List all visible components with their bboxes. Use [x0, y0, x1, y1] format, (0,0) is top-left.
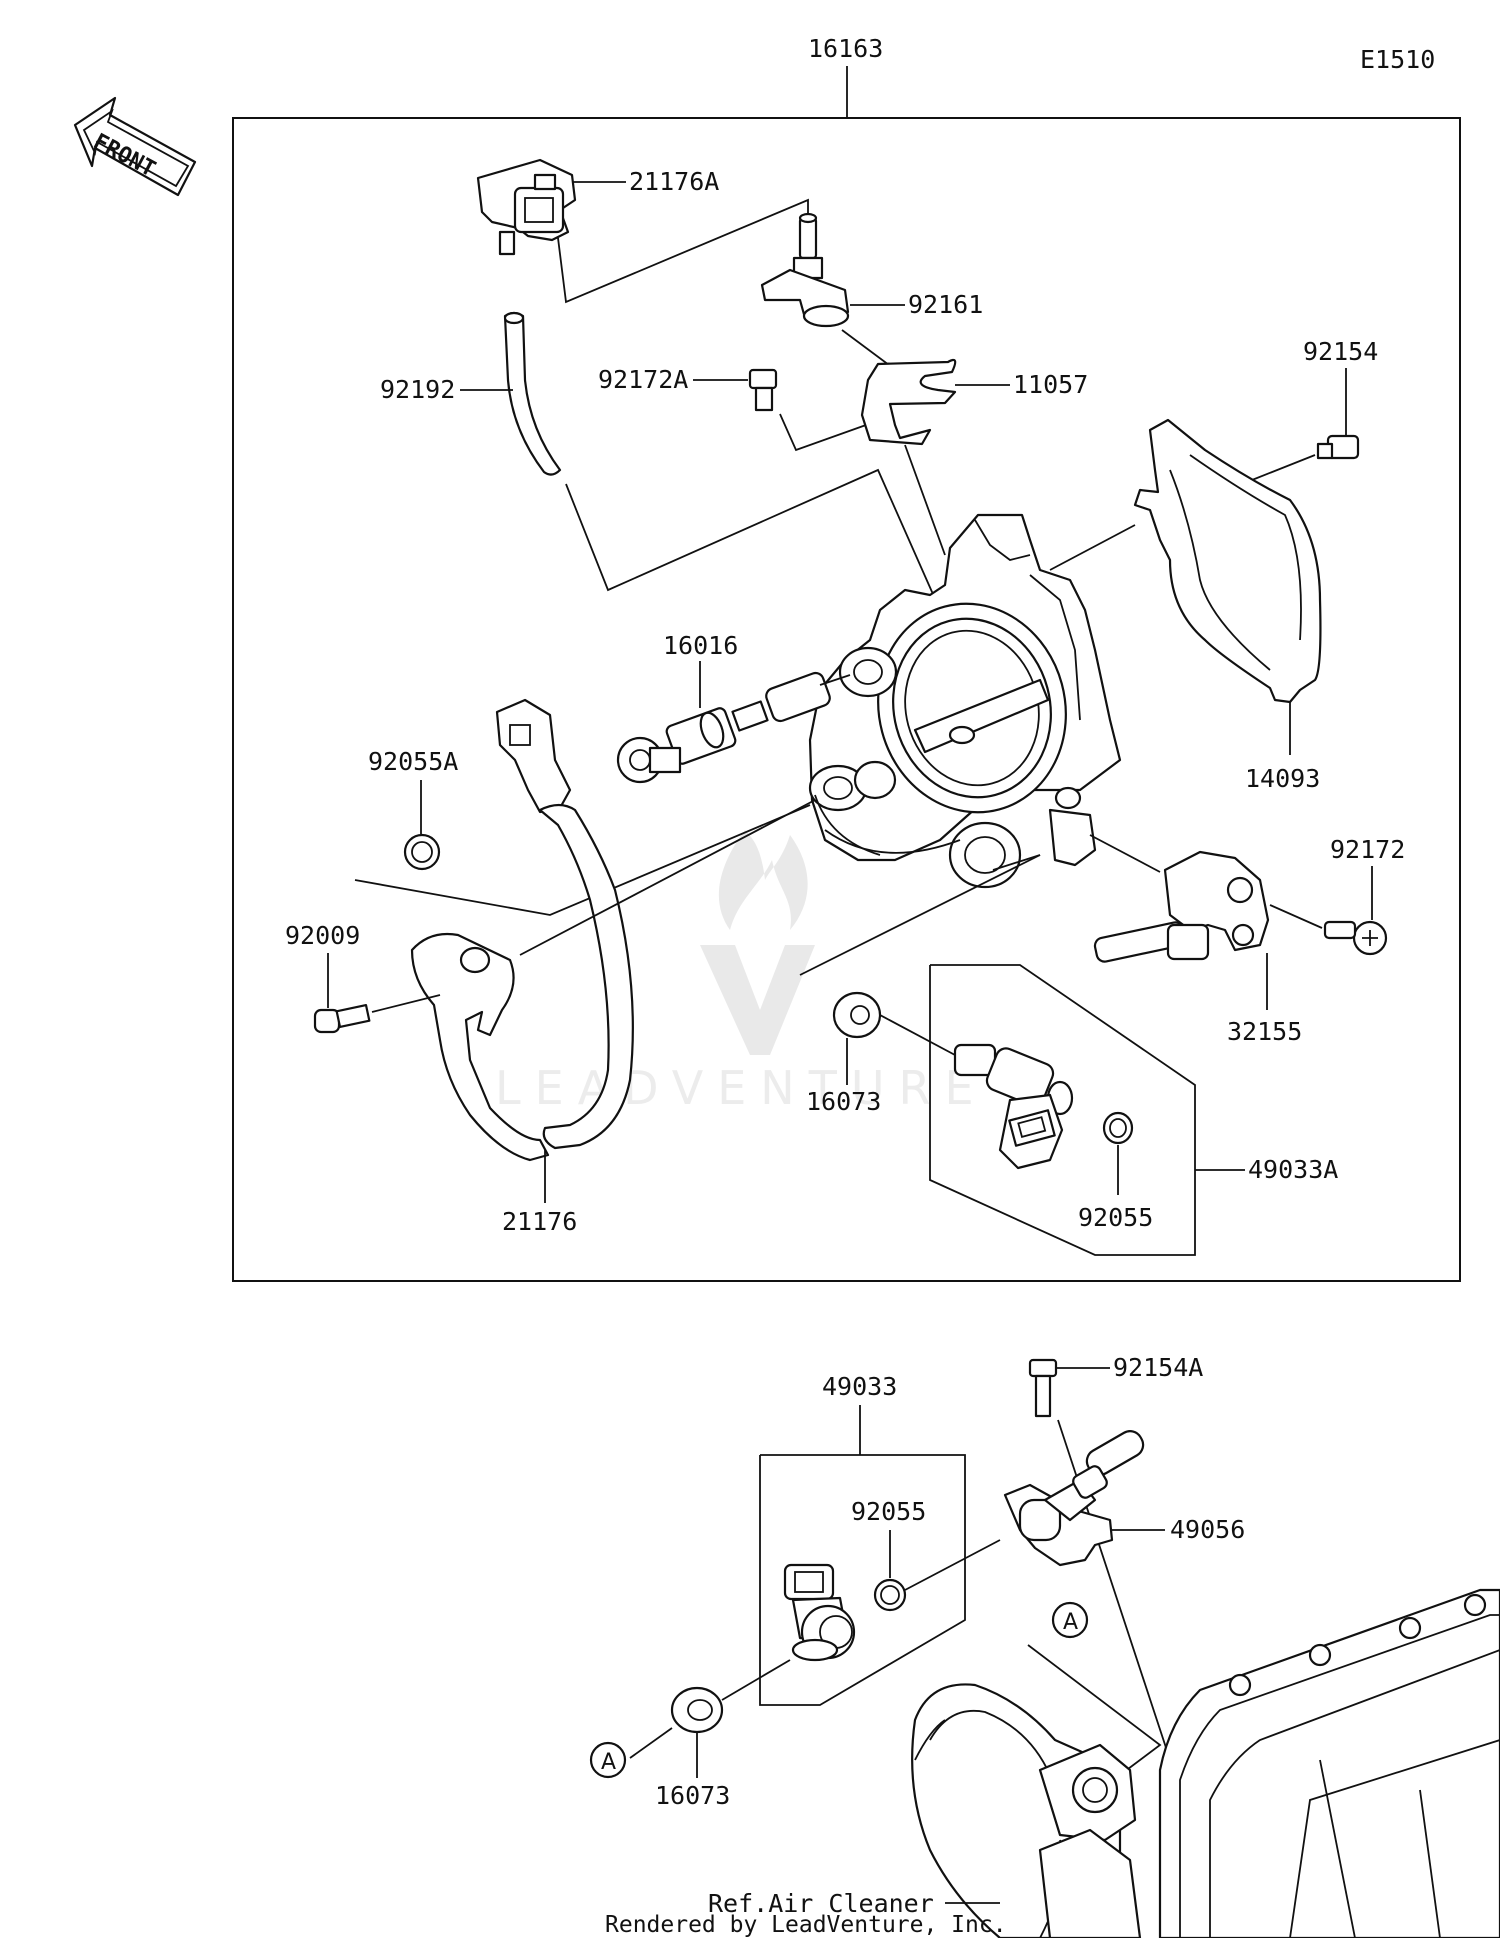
credit-text: Rendered by LeadVenture, Inc. — [605, 1912, 1007, 1938]
part-label-92172: 92172 — [1330, 835, 1405, 864]
oring-92055 — [1102, 1111, 1134, 1145]
grommet-16073-lower — [670, 1686, 724, 1734]
bolt-92154 — [1316, 434, 1360, 460]
callout-a-right: A — [1051, 1601, 1089, 1639]
part-label-21176: 21176 — [502, 1207, 577, 1236]
vacuum-hose-92192 — [503, 311, 562, 476]
holder-14093 — [1133, 418, 1322, 704]
part-label-92009: 92009 — [285, 921, 360, 950]
ref-air-cleaner-label: Ref.Air Cleaner — [708, 1889, 934, 1918]
part-label-92154: 92154 — [1303, 337, 1378, 366]
screw-92172 — [1323, 920, 1388, 956]
svg-text:A: A — [601, 1750, 616, 1775]
part-label-49033: 49033 — [822, 1372, 897, 1401]
part-label-92154A: 92154A — [1113, 1353, 1203, 1382]
oring-92055-lower — [873, 1578, 907, 1612]
throttle-body — [808, 513, 1122, 889]
watermark-text: LEADVENTURE — [495, 1061, 988, 1115]
part-label-92161: 92161 — [908, 290, 983, 319]
part-label-32155: 32155 — [1227, 1017, 1302, 1046]
bracket-11057 — [860, 358, 957, 446]
part-label-92055-lower: 92055 — [851, 1497, 926, 1526]
oring-92055A — [403, 833, 441, 871]
watermark-logo — [700, 830, 815, 1055]
valve-16016 — [616, 671, 831, 784]
part-label-16016: 16016 — [663, 631, 738, 660]
part-label-92055: 92055 — [1078, 1203, 1153, 1232]
part-label-21176A: 21176A — [629, 167, 719, 196]
part-label-92055A: 92055A — [368, 747, 458, 776]
fitting-92161 — [760, 212, 850, 328]
front-arrow: FRONT — [73, 96, 197, 197]
callout-a-left: A — [589, 1741, 627, 1779]
injector-49033A — [953, 1043, 1074, 1170]
part-label-49056: 49056 — [1170, 1515, 1245, 1544]
part-label-16073: 16073 — [806, 1087, 881, 1116]
bolt-92009 — [313, 1003, 371, 1034]
injector-49033 — [783, 1563, 856, 1662]
sensor-21176 — [410, 698, 634, 1162]
part-label-92172A: 92172A — [598, 365, 688, 394]
part-label-92192: 92192 — [380, 375, 455, 404]
sensor-32155 — [1093, 850, 1270, 963]
map-sensor-21176A — [476, 158, 577, 256]
part-label-14093: 14093 — [1245, 764, 1320, 793]
air-cleaner-housing — [1158, 1588, 1500, 1938]
fuel-fitting-49056 — [1003, 1430, 1145, 1567]
part-label-49033A: 49033A — [1248, 1155, 1338, 1184]
throttle-body-lower — [911, 1683, 1142, 1938]
grommet-16073 — [832, 991, 882, 1039]
part-label-16073-lower: 16073 — [655, 1781, 730, 1810]
part-label-11057: 11057 — [1013, 370, 1088, 399]
diagram-code: E1510 — [1360, 45, 1435, 74]
svg-text:A: A — [1063, 1610, 1078, 1635]
screw-92172A — [748, 368, 778, 412]
part-label-16163: 16163 — [808, 34, 883, 63]
bolt-92154A — [1028, 1358, 1058, 1418]
